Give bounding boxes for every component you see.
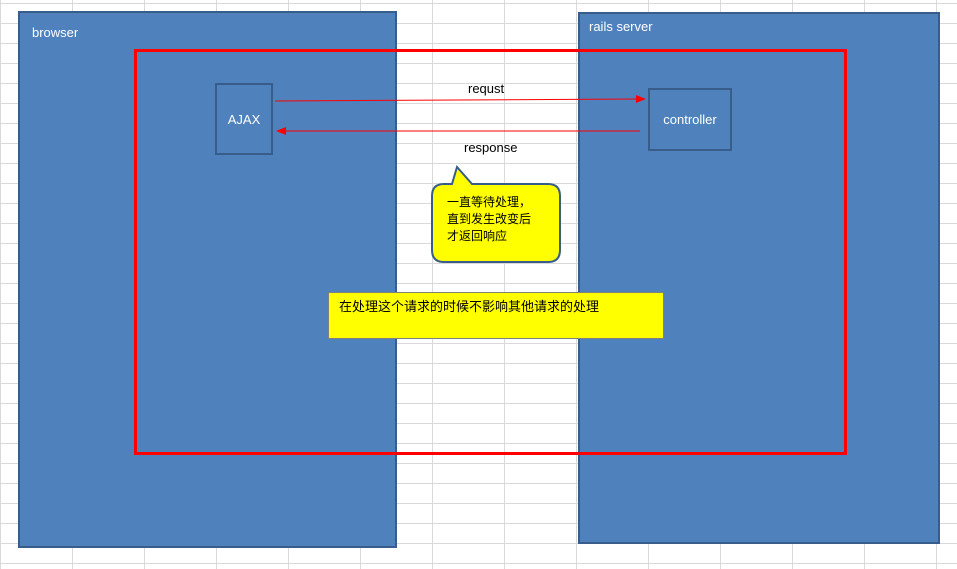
- processing-frame: [134, 49, 847, 455]
- controller-box: controller: [648, 88, 732, 151]
- browser-label: browser: [32, 25, 79, 40]
- ajax-box: AJAX: [215, 83, 273, 155]
- rails-server-label: rails server: [589, 19, 653, 34]
- controller-label: controller: [663, 112, 717, 127]
- note-text: 在处理这个请求的时候不影响其他请求的处理: [339, 300, 600, 315]
- request-arrow: [274, 98, 639, 102]
- request-label: requst: [468, 81, 505, 96]
- request-arrowhead: [636, 95, 646, 103]
- note-box: 在处理这个请求的时候不影响其他请求的处理: [328, 292, 664, 339]
- callout-text: 一直等待处理， 直到发生改变后 才返回响应: [447, 195, 532, 243]
- response-arrowhead: [276, 127, 286, 135]
- response-label: response: [464, 140, 518, 155]
- ajax-label: AJAX: [227, 111, 261, 127]
- callout-bubble: [431, 164, 561, 263]
